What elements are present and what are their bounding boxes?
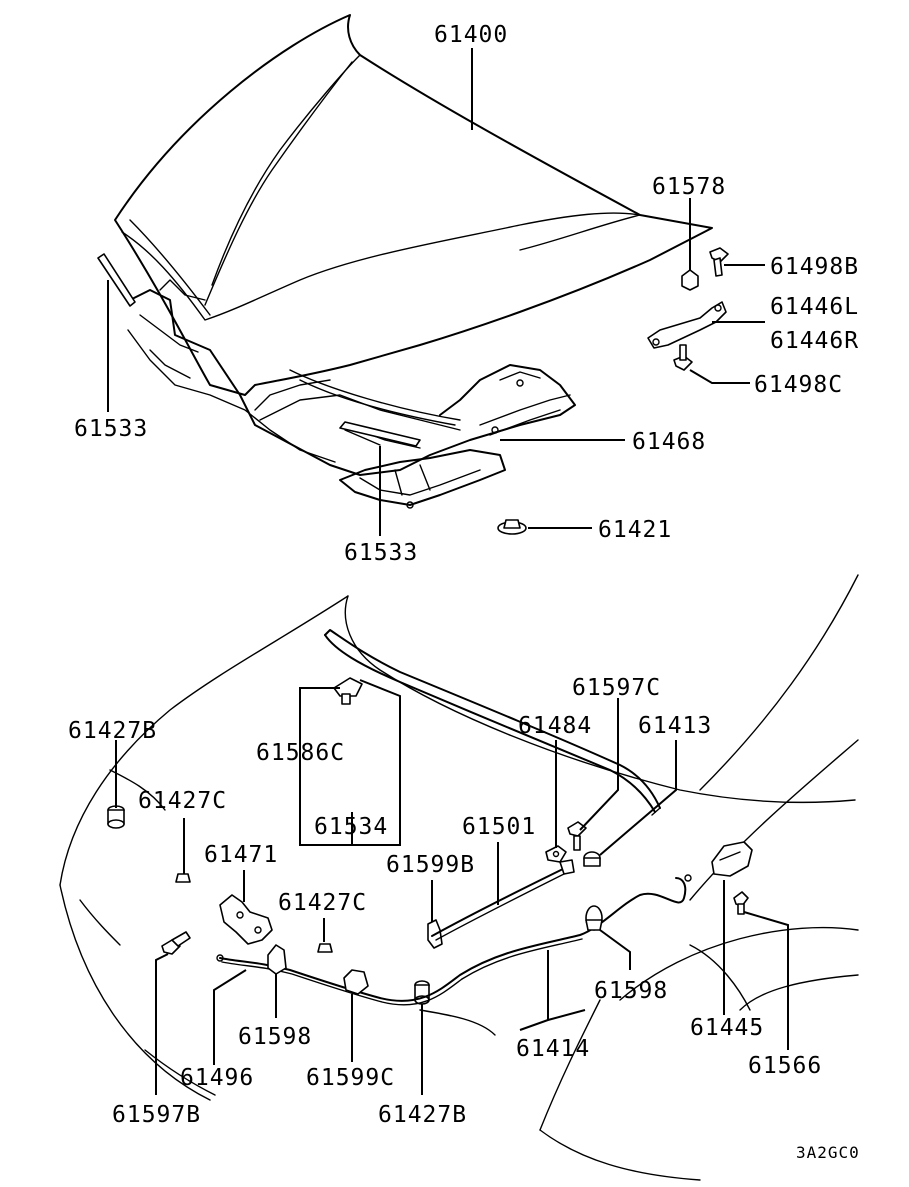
hood-cushion-small-top xyxy=(175,873,191,883)
hood-weatherstrip-left xyxy=(97,253,136,307)
hood-release-cable xyxy=(216,874,692,1006)
cable-grommet-left xyxy=(267,944,287,975)
label-61445: 61445 xyxy=(690,1015,764,1041)
hood-insulator-frame xyxy=(127,279,576,509)
hood-cushion-small-mid xyxy=(317,943,333,953)
bumper-clip xyxy=(497,519,527,535)
label-61598-left: 61598 xyxy=(238,1024,312,1050)
label-61414: 61414 xyxy=(516,1036,590,1062)
leader-61566 xyxy=(743,911,789,1050)
label-61501: 61501 xyxy=(462,814,536,840)
label-61599B: 61599B xyxy=(386,852,475,878)
cable-grommet-right xyxy=(585,905,603,931)
label-61484: 61484 xyxy=(518,713,592,739)
handle-screw xyxy=(733,891,749,915)
label-61586C: 61586C xyxy=(256,740,345,766)
rod-holder xyxy=(545,845,567,863)
label-61446L: 61446L xyxy=(770,294,859,320)
label-61427C-top: 61427C xyxy=(138,788,227,814)
label-61427C-mid: 61427C xyxy=(278,890,367,916)
vehicle-body-outline xyxy=(59,574,859,1181)
leader-61414 xyxy=(519,950,586,1031)
rod-bolt xyxy=(567,821,587,851)
label-61599C: 61599C xyxy=(306,1065,395,1091)
leader-61597B xyxy=(155,953,169,1095)
hood-lock xyxy=(219,894,273,945)
release-handle xyxy=(711,841,753,877)
label-61578: 61578 xyxy=(652,174,726,200)
label-61534: 61534 xyxy=(314,814,388,840)
label-61421: 61421 xyxy=(598,517,672,543)
leader-61586C-61534-bracket xyxy=(299,679,401,846)
leader-61413 xyxy=(599,740,677,856)
leader-61498C xyxy=(689,369,750,384)
diagram-code: 3A2GC0 xyxy=(796,1143,860,1162)
label-61413: 61413 xyxy=(638,713,712,739)
leader-61597C xyxy=(579,698,619,831)
bolt-part-lower xyxy=(673,344,693,371)
label-61566: 61566 xyxy=(748,1053,822,1079)
label-61427B-bottom: 61427B xyxy=(378,1102,467,1128)
cable-clip-c xyxy=(343,969,369,995)
hood-hinge xyxy=(647,301,727,349)
hood-support-rod xyxy=(431,859,575,941)
leader-61496 xyxy=(213,969,247,1065)
rod-grommet xyxy=(583,851,601,867)
label-61498B: 61498B xyxy=(770,254,859,280)
label-61597C: 61597C xyxy=(572,675,661,701)
label-61471: 61471 xyxy=(204,842,278,868)
label-61400: 61400 xyxy=(434,22,508,48)
label-61533-bottom: 61533 xyxy=(344,540,418,566)
label-61498C: 61498C xyxy=(754,372,843,398)
label-61597B: 61597B xyxy=(112,1102,201,1128)
seal-retainer xyxy=(333,677,363,705)
bolt-part xyxy=(709,247,729,277)
hood-cushion-left xyxy=(107,805,125,829)
hood-weatherstrip-front xyxy=(339,421,421,447)
leader-61598-right xyxy=(599,929,631,970)
label-61446R: 61446R xyxy=(770,328,859,354)
hood-panel xyxy=(114,14,713,426)
label-61468: 61468 xyxy=(632,429,706,455)
label-61496: 61496 xyxy=(180,1065,254,1091)
nut-part xyxy=(681,269,699,291)
label-61598-right: 61598 xyxy=(594,978,668,1004)
label-61533-left: 61533 xyxy=(74,416,148,442)
label-61427B-left: 61427B xyxy=(68,718,157,744)
cowl-seal xyxy=(324,629,661,816)
striker-bolt xyxy=(161,931,191,955)
